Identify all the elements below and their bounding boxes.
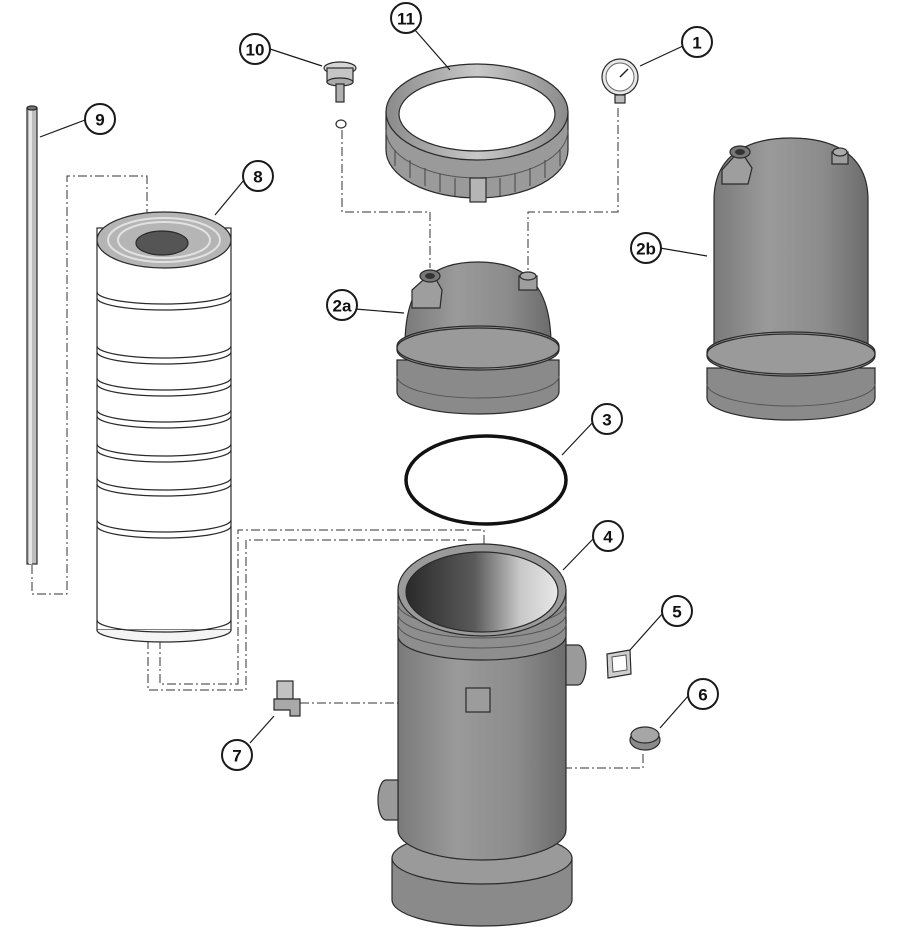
callout-label: 9	[95, 111, 104, 130]
callout-9: 9	[84, 103, 116, 135]
callout-label: 2b	[636, 240, 656, 259]
callout-6: 6	[687, 678, 719, 710]
locking-ring	[385, 63, 569, 203]
callout-10: 10	[239, 33, 271, 65]
callout-2b: 2b	[630, 232, 662, 264]
air-relief-valve	[323, 61, 357, 129]
pressure-gauge	[601, 58, 639, 104]
tank-o-ring	[404, 434, 568, 526]
short-tank-lid	[396, 261, 560, 415]
callout-label: 11	[397, 10, 415, 29]
callout-label: 8	[253, 168, 262, 187]
callout-label: 1	[692, 34, 701, 53]
tall-tank-lid	[706, 137, 876, 421]
callout-label: 2a	[333, 297, 352, 316]
callout-7: 7	[221, 739, 253, 771]
callout-label: 3	[602, 411, 611, 430]
callout-label: 10	[246, 41, 265, 60]
callout-leaders	[39, 29, 708, 744]
callout-label: 5	[672, 603, 681, 622]
callout-8: 8	[242, 160, 274, 192]
callout-label: 7	[232, 747, 241, 766]
drain-cap	[629, 726, 661, 751]
callout-3: 3	[591, 403, 623, 435]
air-relief-tube	[26, 105, 38, 565]
filter-cartridge	[96, 211, 232, 643]
callout-5: 5	[661, 595, 693, 627]
callout-2a: 2a	[326, 289, 358, 321]
callout-label: 4	[603, 528, 613, 547]
tank-body	[377, 543, 587, 927]
latch	[273, 680, 301, 717]
callout-4: 4	[592, 520, 624, 552]
callout-11: 11	[390, 2, 422, 34]
callout-label: 6	[698, 686, 707, 705]
clip	[606, 649, 632, 679]
callout-1: 1	[681, 26, 713, 58]
